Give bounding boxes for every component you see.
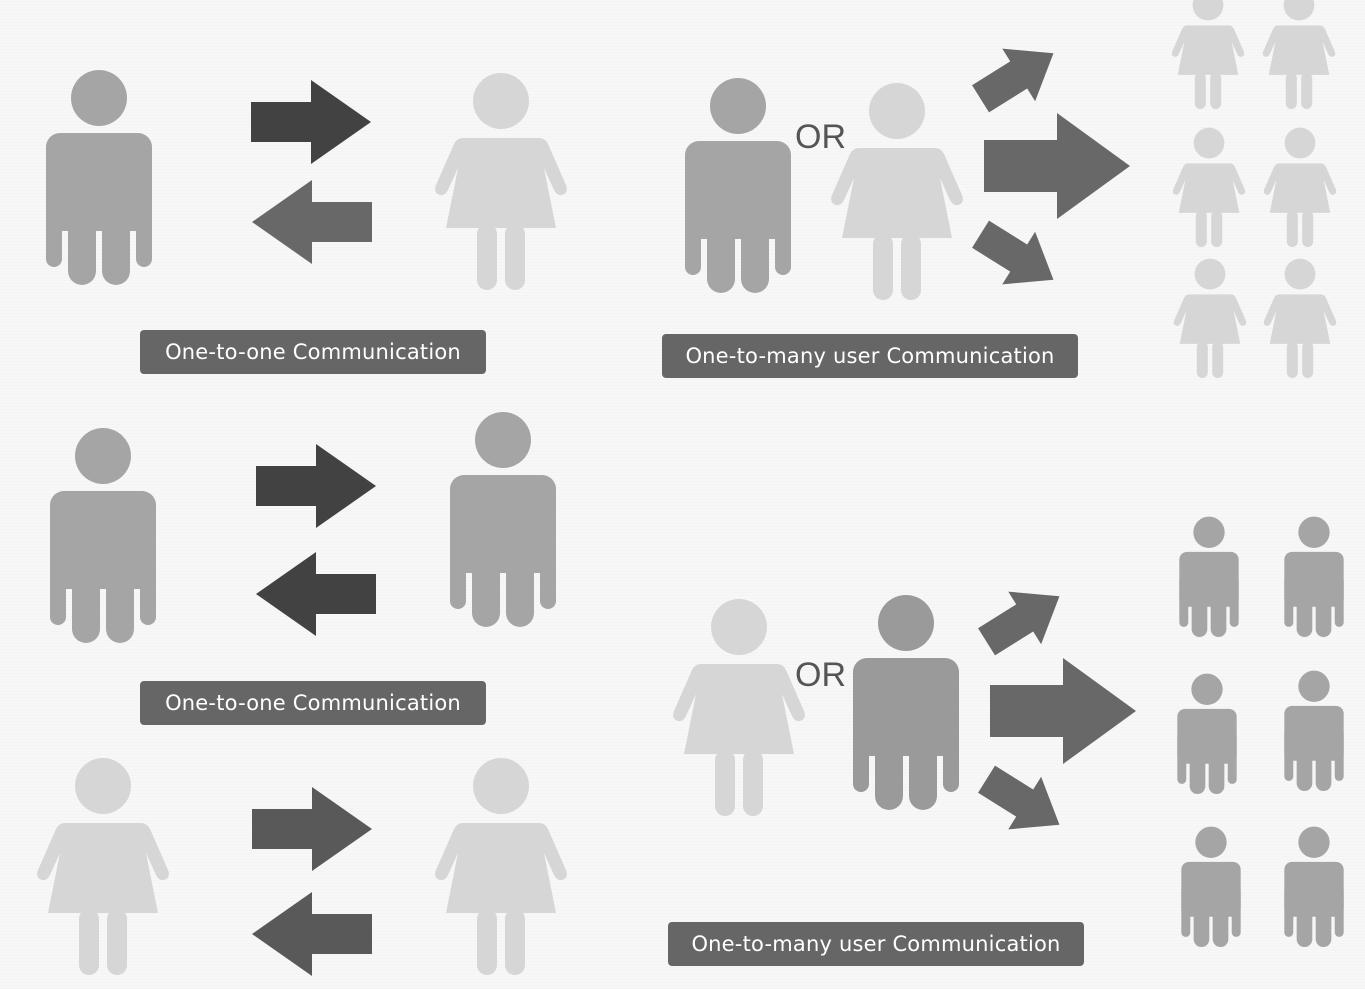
sender-bottom-right-a-woman-icon: [673, 599, 805, 816]
sender-bottom-right-b-man-icon: [853, 595, 959, 810]
arrow-left-top-left: [252, 180, 372, 264]
recipient-bottom-right-6-man-icon: [1284, 826, 1344, 947]
recipient-bottom-right-4-man-icon: [1284, 670, 1344, 791]
or-text-top: OR: [795, 118, 846, 156]
arrow-right-bottom-right: [990, 658, 1136, 764]
one-to-many-label-bottom: One-to-many user Communication: [668, 922, 1084, 966]
figures-layer: [37, 0, 1344, 976]
recipient-bottom-right-3-man-icon: [1177, 673, 1237, 794]
sender-top-right-a-man-icon: [685, 78, 791, 293]
or-text-bottom: OR: [795, 656, 846, 694]
recipient-top-right-4-woman-icon: [1263, 127, 1337, 247]
arrow-right-bottom-left: [252, 787, 372, 871]
sender-middle-left-man-icon: [50, 428, 156, 643]
sender-top-left-man-icon: [46, 70, 152, 285]
recipient-bottom-right-1-man-icon: [1179, 516, 1239, 637]
recipient-top-right-2-woman-icon: [1262, 0, 1336, 110]
recipient-bottom-right-5-man-icon: [1181, 826, 1241, 947]
arrow-down-bottom-right: [970, 752, 1076, 852]
arrow-down-top-right: [964, 207, 1070, 307]
arrow-up-top-right: [964, 26, 1070, 126]
receiver-bottom-left-woman-icon: [435, 758, 567, 975]
recipient-top-right-5-woman-icon: [1173, 258, 1247, 378]
receiver-middle-left-man-icon: [450, 412, 556, 627]
recipient-top-right-3-woman-icon: [1172, 127, 1246, 247]
arrow-up-bottom-right: [970, 569, 1076, 669]
recipient-bottom-right-2-man-icon: [1284, 516, 1344, 637]
sender-top-right-b-woman-icon: [831, 83, 963, 300]
arrow-right-top-left: [251, 80, 371, 164]
one-to-many-label-top: One-to-many user Communication: [662, 334, 1078, 378]
one-to-one-label-middle: One-to-one Communication: [140, 681, 486, 725]
one-to-one-label-top: One-to-one Communication: [140, 330, 486, 374]
receiver-top-left-woman-icon: [435, 73, 567, 290]
arrow-left-bottom-left: [252, 892, 372, 976]
recipient-top-right-1-woman-icon: [1171, 0, 1245, 110]
arrow-left-middle-left: [256, 552, 376, 636]
recipient-top-right-6-woman-icon: [1263, 258, 1337, 378]
arrow-right-middle-left: [256, 444, 376, 528]
sender-bottom-left-woman-icon: [37, 758, 169, 975]
arrow-right-top-right: [984, 113, 1130, 219]
